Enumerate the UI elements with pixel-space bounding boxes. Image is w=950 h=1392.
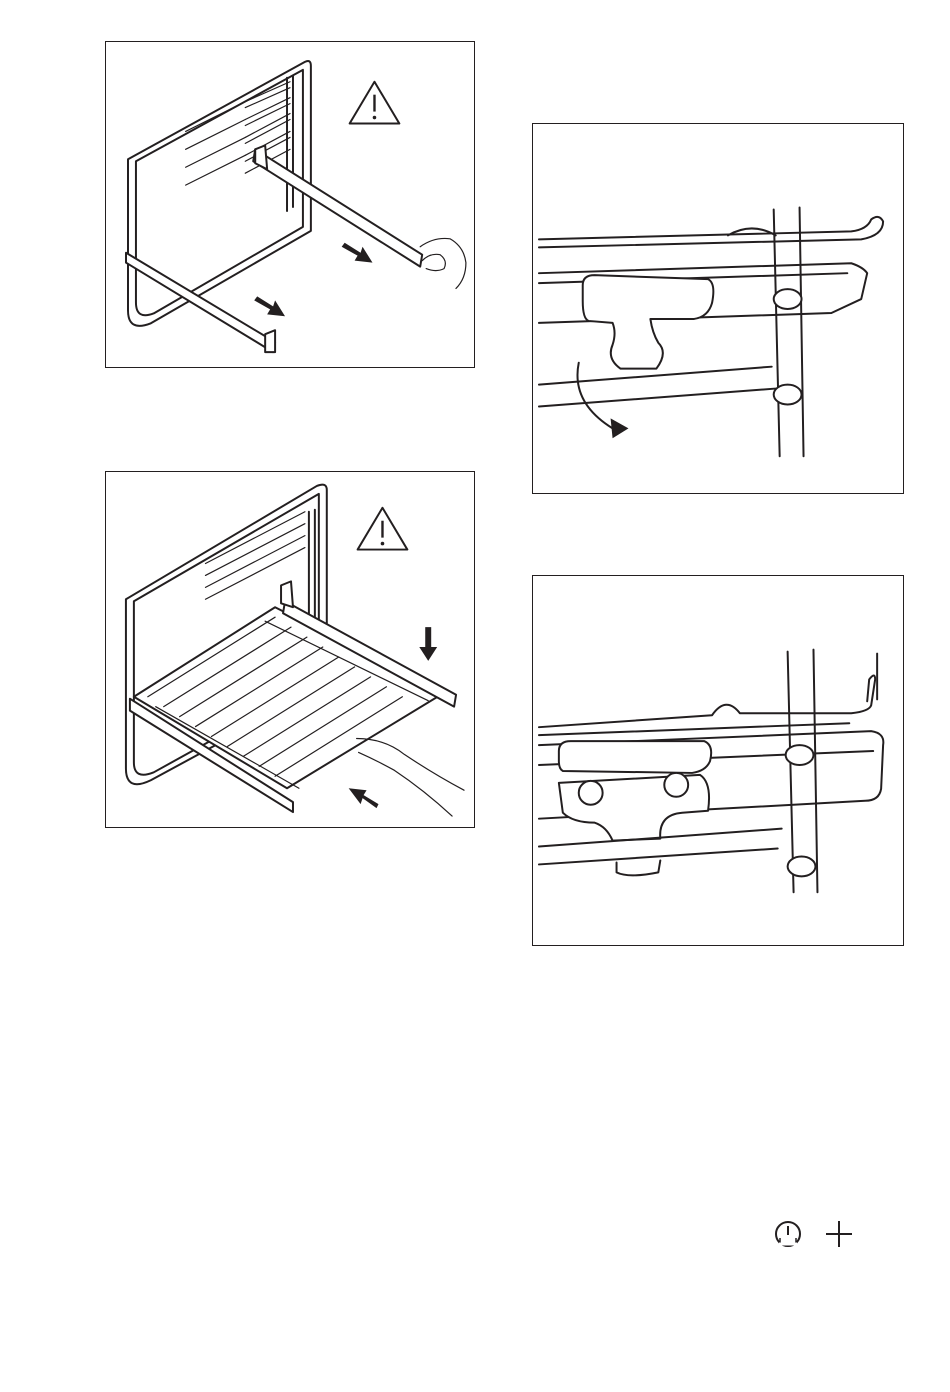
footer-icons xyxy=(772,1216,862,1252)
plus-icon xyxy=(826,1221,852,1247)
rail-detail-rotate-illustration xyxy=(533,124,903,493)
oven-runner-illustration xyxy=(106,42,474,367)
figure-remove-runners xyxy=(105,41,475,368)
oven-shelf-illustration xyxy=(106,472,474,827)
rail-detail-clip-illustration xyxy=(533,576,903,945)
figure-insert-shelf xyxy=(105,471,475,828)
timer-clock-icon xyxy=(776,1222,800,1246)
warning-triangle-icon xyxy=(358,508,408,550)
figure-detail-rotate xyxy=(532,123,904,494)
figure-detail-clip xyxy=(532,575,904,946)
warning-triangle-icon xyxy=(350,82,400,124)
